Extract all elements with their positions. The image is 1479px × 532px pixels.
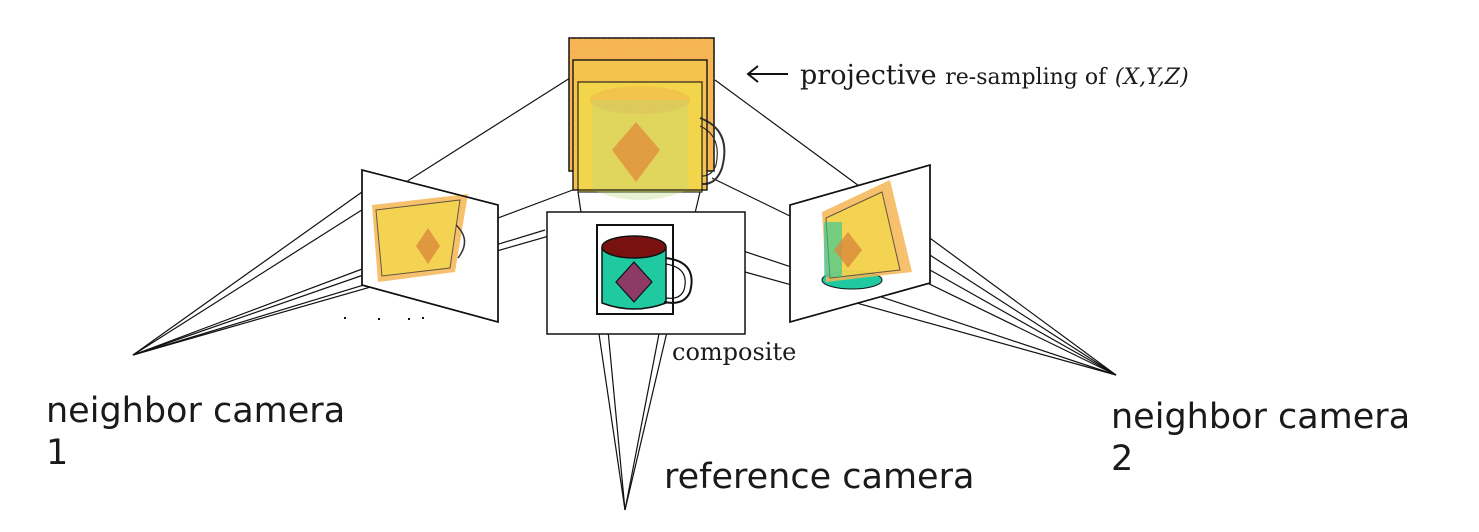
arrow-icon bbox=[746, 65, 788, 83]
reference-camera-label: reference camera bbox=[664, 457, 975, 497]
diamond-icon bbox=[612, 122, 660, 182]
diamond-icon bbox=[416, 228, 440, 264]
mug-top-icon bbox=[601, 235, 667, 259]
composite-label: composite bbox=[672, 338, 797, 366]
ray-line bbox=[132, 191, 363, 356]
ray-line bbox=[929, 269, 1117, 376]
ray-line bbox=[132, 271, 373, 356]
ray-line bbox=[132, 187, 579, 356]
resampled-planes-stack bbox=[568, 37, 726, 200]
neighbor-camera-1-label: neighbor camera 1 bbox=[46, 391, 346, 473]
projective-label: projective re-sampling of (X,Y,Z) bbox=[800, 60, 1189, 91]
diamond-icon bbox=[615, 261, 653, 303]
mug-handle-icon bbox=[455, 224, 466, 259]
ray-line bbox=[132, 77, 571, 356]
ray-line bbox=[679, 229, 1117, 376]
mug-handle-icon bbox=[663, 257, 693, 304]
neighbor-camera-2-plane bbox=[789, 164, 931, 323]
warped-plane-yellow bbox=[375, 199, 461, 277]
ray-line bbox=[132, 221, 599, 356]
mug-handle-icon bbox=[699, 117, 726, 186]
neighbor-camera-2-label: neighbor camera 2 bbox=[1111, 397, 1411, 479]
diamond-icon bbox=[834, 232, 862, 268]
neighbor-camera-1-plane bbox=[361, 169, 499, 323]
tick-marks bbox=[344, 317, 424, 320]
composite-frame bbox=[546, 211, 746, 335]
